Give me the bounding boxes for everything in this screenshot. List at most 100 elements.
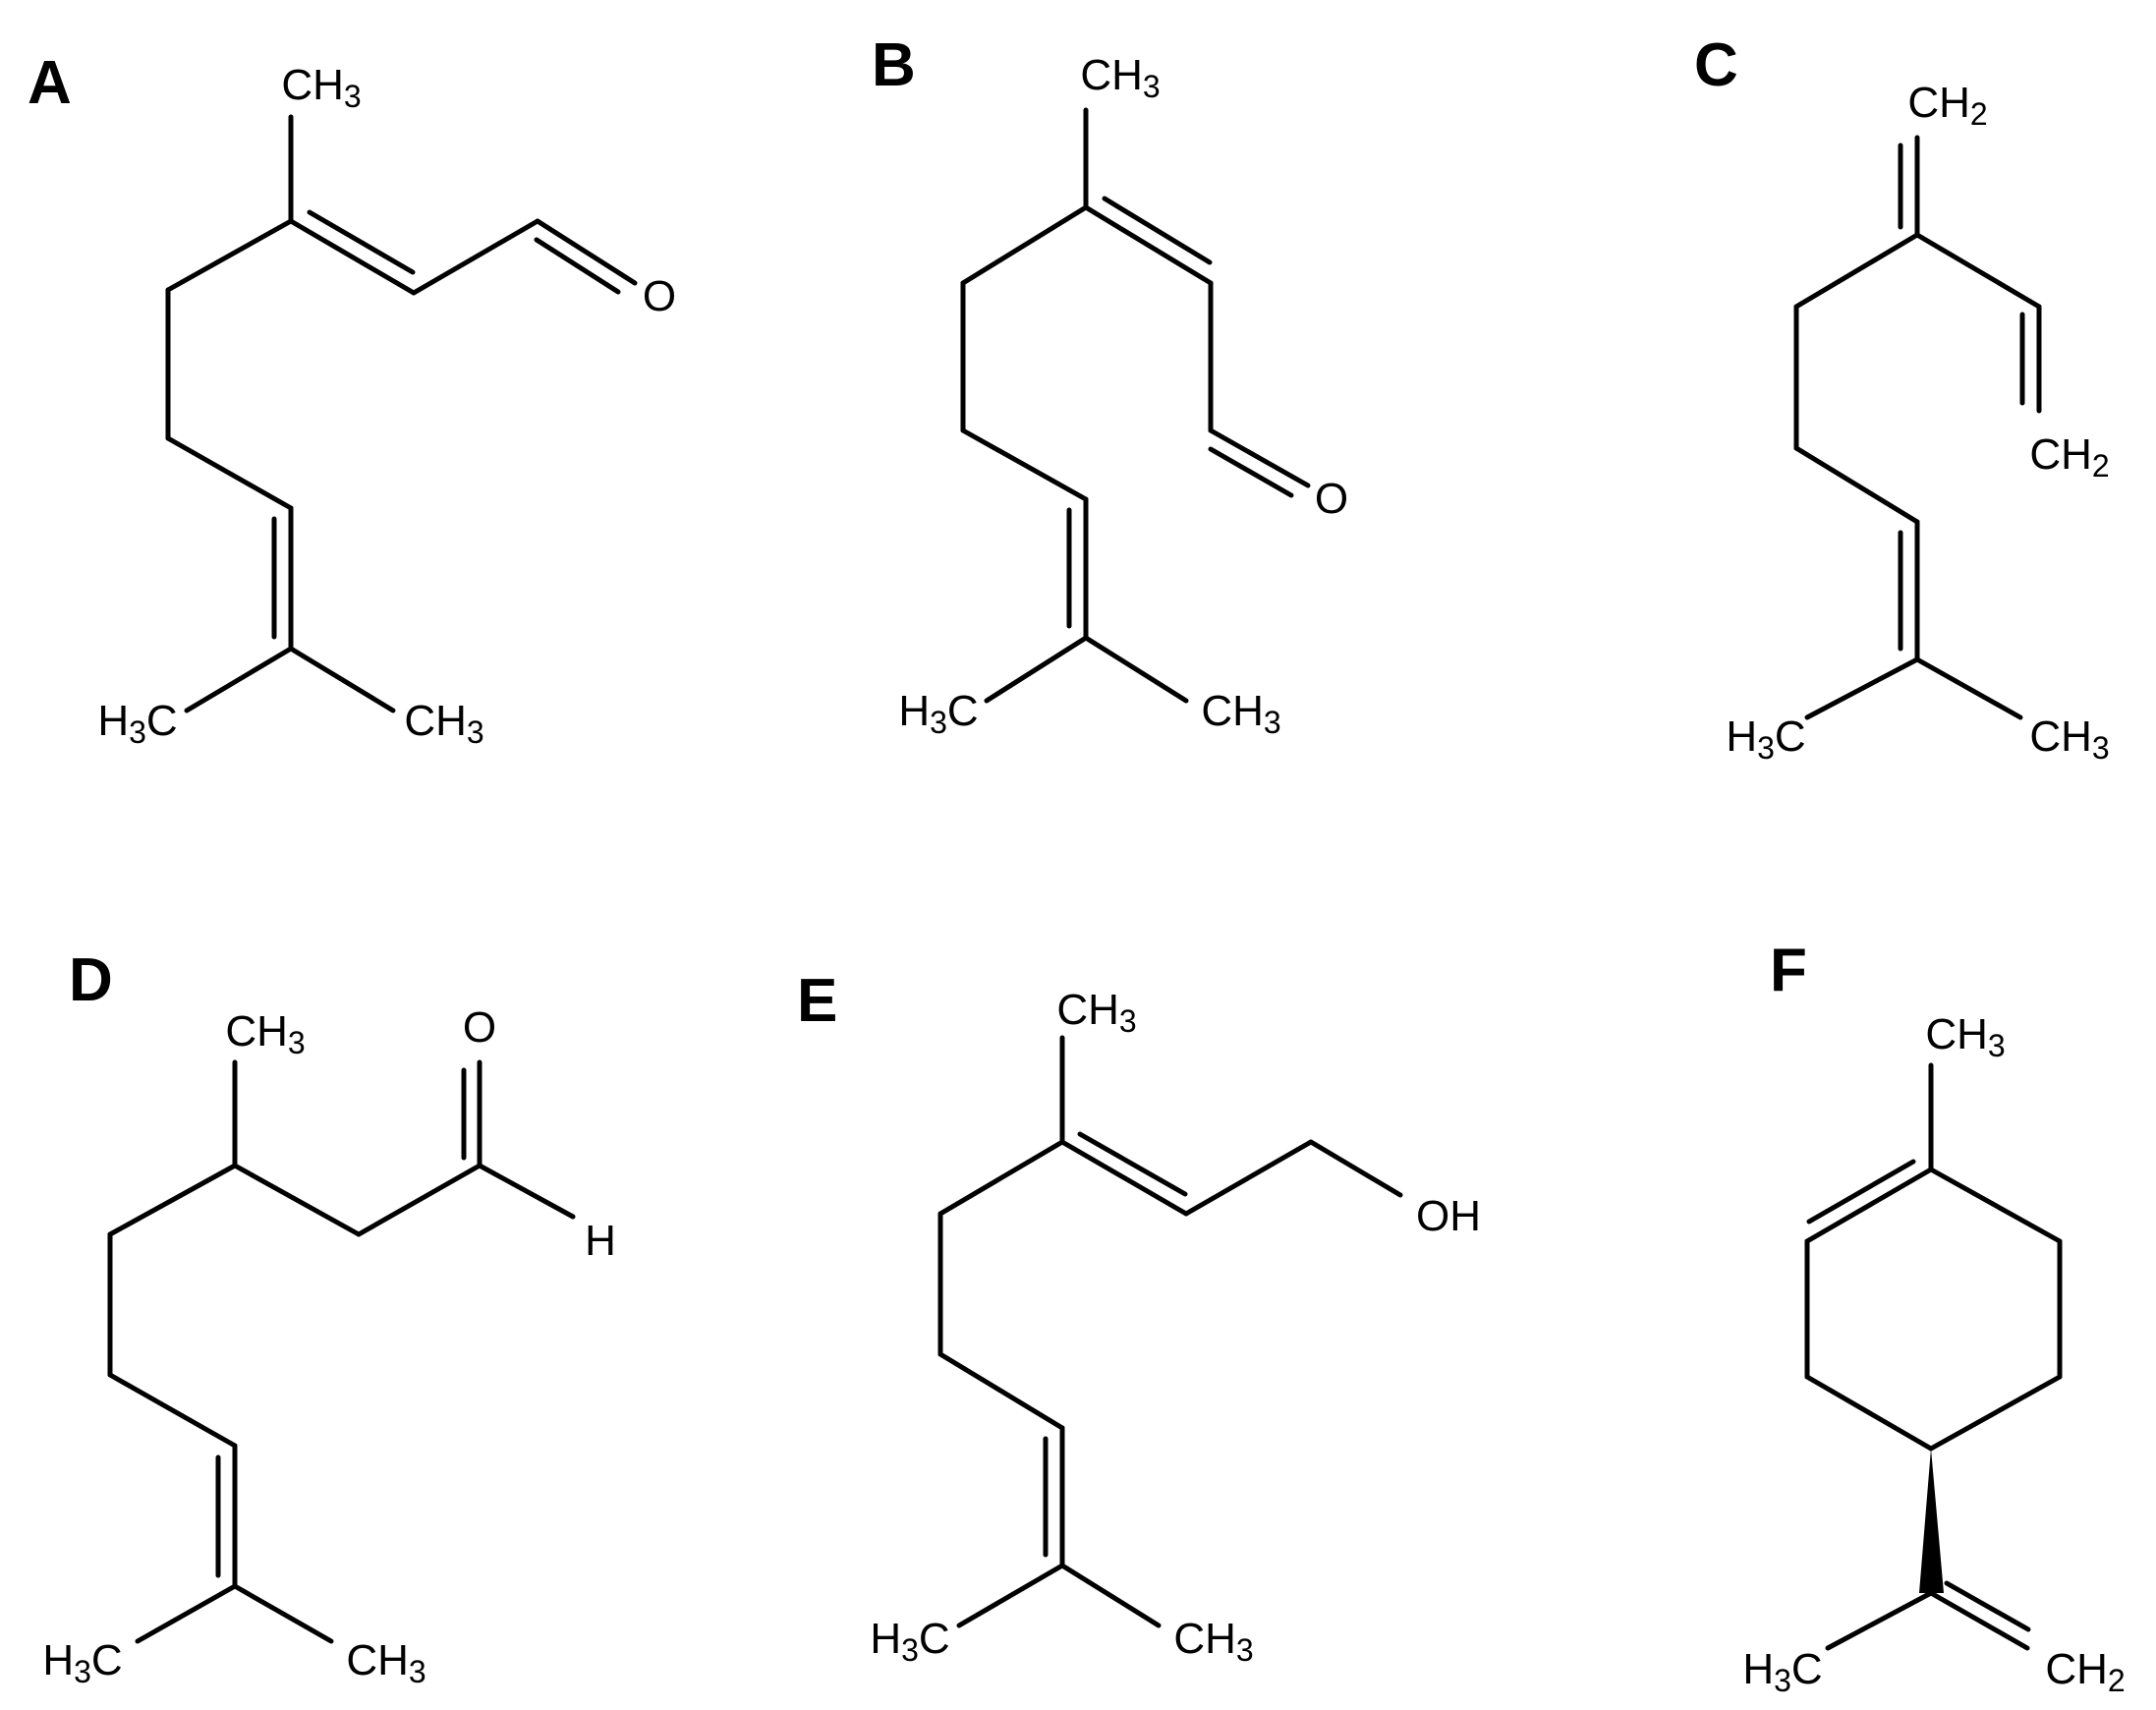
atom-label-part: H: [97, 697, 129, 745]
atom-label-part: H: [870, 1615, 901, 1663]
bond: [1059, 1563, 1162, 1628]
atom-label-part: 3: [1236, 1632, 1254, 1668]
atom-label-part: C: [1775, 712, 1806, 761]
atom-label-part: 3: [409, 1654, 426, 1689]
atom-label-part: 3: [930, 705, 947, 740]
atom-label-methyl-top: CH3: [1056, 986, 1136, 1039]
atom-label-methyl-left: H3C: [97, 697, 177, 750]
bond: [107, 1163, 238, 1237]
bond: [1083, 635, 1189, 704]
atom-label-methylene-right: CH2: [2045, 1645, 2125, 1698]
bond: [1914, 232, 2042, 310]
bond: [1183, 1139, 1314, 1217]
atom-label-part: 3: [467, 714, 484, 750]
panel-label: A: [28, 49, 72, 117]
atom-label-part: CH: [346, 1636, 409, 1684]
atom-label-part: O: [1315, 475, 1348, 523]
carbonyl-bond-inner: [534, 237, 621, 295]
atom-label-methyl-right: CH3: [1173, 1615, 1253, 1668]
panel-label: E: [797, 967, 837, 1035]
atom-label-part: 3: [1988, 1028, 2006, 1063]
atom-label-methyl-top: CH3: [1925, 1010, 2005, 1063]
panel-label: F: [1770, 937, 1807, 1004]
bond: [288, 646, 396, 713]
bond: [1804, 1374, 1934, 1452]
ring-double-bond-inner: [1806, 1159, 1916, 1225]
bond: [411, 218, 540, 296]
atom-label-part: O: [463, 1003, 496, 1052]
double-bond-inner: [307, 209, 416, 275]
methylene-bond-inner: [1944, 1580, 2031, 1632]
atom-label-methyl-right: CH3: [346, 1636, 426, 1689]
bond: [165, 218, 294, 293]
atom-label-part: 3: [344, 79, 362, 114]
atom-label-methyl-left: H3C: [42, 1636, 122, 1689]
double-bond: [288, 218, 417, 296]
atom-label-methyl-right: CH3: [404, 697, 483, 750]
atom-label-part: O: [643, 272, 676, 320]
atom-label-part: 2: [2092, 448, 2110, 484]
bond: [135, 1583, 238, 1644]
bond: [960, 428, 1089, 502]
atom-label-part: CH: [1907, 79, 1970, 127]
bond: [1793, 445, 1920, 525]
atom-label-part: CH: [1056, 986, 1119, 1034]
atom-label-part: 3: [74, 1654, 91, 1689]
atom-label-methyl-top: CH3: [281, 61, 361, 114]
atom-label-oxygen: O: [463, 1003, 496, 1052]
bond: [1928, 1167, 2063, 1244]
bond: [1308, 1139, 1403, 1198]
bond: [107, 1372, 238, 1449]
atom-label-hydrogen: H: [585, 1217, 616, 1265]
atom-label-part: CH: [281, 61, 344, 109]
carbonyl-bond-inner: [1208, 446, 1294, 498]
atom-label-part: 3: [1264, 705, 1281, 740]
atom-label-part: CH: [1925, 1010, 1988, 1058]
atom-label-oxygen: O: [643, 272, 676, 320]
double-bond-inner: [1077, 1131, 1188, 1197]
atom-label-part: CH: [1080, 51, 1143, 99]
bond: [356, 1163, 482, 1237]
bond: [984, 635, 1089, 704]
atom-label-part: 3: [1774, 1663, 1791, 1698]
atom-label-part: C: [1791, 1645, 1823, 1693]
atom-label-part: CH: [2029, 712, 2092, 761]
atom-label-methyl-right: CH3: [2029, 712, 2109, 766]
atom-label-part: OH: [1416, 1192, 1481, 1240]
atom-label-part: H: [898, 687, 930, 735]
atom-label-part: CH: [2029, 430, 2092, 479]
bond: [1793, 232, 1920, 310]
bond: [477, 1163, 576, 1220]
atom-label-part: CH: [404, 697, 467, 745]
atom-label-part: 2: [2108, 1663, 2126, 1698]
atom-label-part: CH: [225, 1007, 288, 1055]
atom-label-part: C: [919, 1615, 950, 1663]
double-bond-inner: [1102, 196, 1213, 265]
atom-label-part: 2: [1970, 96, 1988, 132]
atom-label-part: CH: [1173, 1615, 1236, 1663]
bond: [956, 1563, 1065, 1628]
bond: [1928, 1374, 2063, 1452]
bond: [937, 1139, 1065, 1217]
atom-label-part: C: [146, 697, 178, 745]
methylene-bond: [1928, 1590, 2030, 1651]
bond: [165, 435, 294, 511]
atom-label-hydroxyl: OH: [1416, 1192, 1481, 1240]
atom-label-methyl-left: H3C: [898, 687, 978, 740]
atom-label-methyl-top: CH3: [1080, 51, 1160, 104]
stereo-wedge-bond: [1919, 1449, 1944, 1593]
panel-label: D: [69, 946, 113, 1014]
atom-label-part: 3: [901, 1632, 919, 1668]
atom-label-part: 3: [1143, 69, 1161, 104]
bond: [960, 204, 1089, 286]
atom-label-part: H: [42, 1636, 74, 1684]
atom-label-methyl-left: H3C: [870, 1615, 949, 1668]
atom-label-part: 3: [2092, 730, 2110, 766]
